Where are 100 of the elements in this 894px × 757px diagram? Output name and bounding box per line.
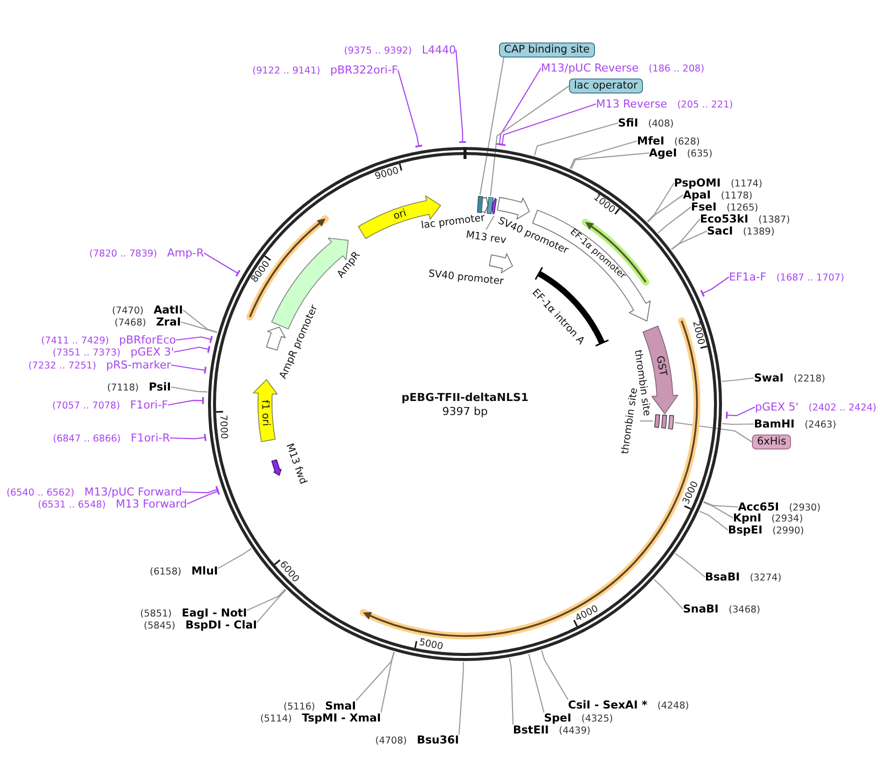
site-position: (5845) bbox=[144, 620, 176, 632]
leader-line bbox=[218, 548, 252, 569]
leader-line bbox=[170, 433, 206, 442]
primer-position: (7351 .. 7373) bbox=[52, 347, 120, 359]
feature-block bbox=[486, 196, 495, 215]
site-position: (1389) bbox=[742, 226, 775, 238]
leader-line bbox=[498, 103, 596, 146]
leader-line bbox=[674, 422, 752, 442]
feature-label: f1 ori bbox=[259, 400, 272, 426]
leader-line bbox=[671, 218, 700, 250]
primer-position: (2402 .. 2424) bbox=[808, 402, 876, 414]
feature-label: SV40 promoter bbox=[428, 268, 504, 288]
enzyme-name: FseI bbox=[691, 200, 717, 214]
leader-line bbox=[458, 662, 464, 735]
leader-line bbox=[509, 658, 514, 725]
primer-name: M13/pUC Reverse bbox=[541, 61, 639, 74]
enzyme-name: SwaI bbox=[754, 371, 784, 384]
feature-label: M13 fwd bbox=[284, 442, 308, 486]
site-position: (4325) bbox=[581, 713, 613, 725]
leader-line bbox=[495, 68, 542, 146]
leader-line bbox=[455, 50, 467, 143]
primer-position: (7232 .. 7251) bbox=[28, 360, 96, 372]
leader-line bbox=[182, 310, 218, 333]
site-position: (6158) bbox=[150, 566, 182, 578]
site-position: (5116) bbox=[284, 701, 316, 713]
leader-line bbox=[397, 70, 424, 148]
primer-position: (7820 .. 7839) bbox=[89, 248, 158, 260]
enzyme-name: EagI - NotI bbox=[182, 606, 247, 620]
enzyme-name: BspEI bbox=[728, 523, 762, 536]
leader-line bbox=[180, 321, 218, 333]
site-position: (2463) bbox=[804, 419, 836, 431]
enzyme-name: BspDI - ClaI bbox=[185, 618, 257, 632]
primer-position: (186 .. 208) bbox=[648, 63, 704, 75]
tick-label: 4000 bbox=[574, 604, 600, 624]
leader-line bbox=[703, 502, 734, 518]
feature-tag: 6xHis bbox=[752, 434, 792, 450]
site-position: (2990) bbox=[772, 525, 804, 537]
enzyme-name: BsaBI bbox=[705, 570, 740, 584]
site-position: (4708) bbox=[375, 735, 407, 747]
feature-label: M13 rev bbox=[465, 230, 507, 246]
feature-block bbox=[653, 413, 661, 429]
enzyme-name: TspMI - XmaI bbox=[302, 711, 381, 724]
leader-line bbox=[570, 152, 650, 170]
primer-position: (9375 .. 9392) bbox=[344, 45, 412, 57]
leader-line bbox=[541, 650, 568, 700]
primer-position: (6847 .. 6866) bbox=[52, 433, 121, 445]
primer-name: F1ori-F bbox=[130, 398, 168, 412]
leader-line bbox=[170, 386, 208, 392]
enzyme-name: AatII bbox=[154, 303, 183, 316]
enzyme-name: KpnI bbox=[733, 511, 762, 524]
feature-block bbox=[660, 414, 668, 430]
feature-block bbox=[667, 414, 675, 431]
tick-label: 2000 bbox=[690, 320, 705, 346]
enzyme-name: SacI bbox=[707, 224, 733, 238]
leader-line bbox=[479, 57, 504, 196]
site-position: (1178) bbox=[720, 190, 752, 202]
feature-label: thrombin site bbox=[620, 387, 640, 455]
plasmid-length: 9397 bp bbox=[442, 406, 488, 418]
primer-position: (7411 .. 7429) bbox=[41, 335, 109, 347]
leader-line bbox=[486, 216, 494, 230]
primer-position: (6531 .. 6548) bbox=[38, 499, 106, 511]
leader-line bbox=[640, 420, 653, 422]
site-position: (635) bbox=[686, 148, 712, 160]
site-position: (5851) bbox=[140, 608, 172, 620]
enzyme-name: Bsu36I bbox=[416, 733, 459, 746]
enzyme-name: CsiI - SexAI * bbox=[568, 698, 648, 712]
primer-name: pGEX 3' bbox=[130, 345, 174, 358]
site-position: (4439) bbox=[558, 725, 590, 737]
primer-name: Amp-R bbox=[167, 246, 204, 260]
leader-line bbox=[726, 406, 756, 420]
enzyme-name: PsiI bbox=[148, 380, 171, 394]
leader-line bbox=[658, 206, 692, 234]
site-position: (628) bbox=[674, 136, 700, 148]
site-position: (7118) bbox=[107, 382, 139, 394]
primer-position: (1687 .. 1707) bbox=[776, 272, 844, 284]
leader-line bbox=[380, 652, 395, 713]
feature-tag: CAP binding site bbox=[499, 42, 595, 58]
leader-line bbox=[528, 654, 545, 713]
primer-name: F1ori-R bbox=[130, 431, 170, 444]
leader-line bbox=[654, 579, 684, 610]
leader-line bbox=[174, 345, 210, 354]
leader-line bbox=[647, 194, 684, 222]
enzyme-name: MluI bbox=[191, 564, 218, 578]
leader-line bbox=[168, 396, 204, 406]
site-position: (7468) bbox=[114, 317, 146, 329]
leader-line bbox=[646, 182, 674, 222]
site-position: (3274) bbox=[750, 572, 782, 584]
leader-line bbox=[356, 652, 394, 701]
leader-line bbox=[704, 501, 738, 508]
tick-label: 9000 bbox=[374, 166, 400, 182]
feature-tag: lac operator bbox=[569, 78, 643, 94]
feature-segment bbox=[270, 458, 283, 478]
leader-line bbox=[674, 553, 706, 578]
leader-line bbox=[182, 485, 220, 494]
site-position: (1174) bbox=[730, 178, 762, 190]
site-position: (1265) bbox=[726, 202, 758, 214]
site-position: (7470) bbox=[112, 305, 144, 317]
enzyme-name: PspOMI bbox=[674, 176, 721, 190]
leader-line bbox=[256, 589, 286, 623]
primer-name: pBRforEco bbox=[118, 333, 176, 346]
